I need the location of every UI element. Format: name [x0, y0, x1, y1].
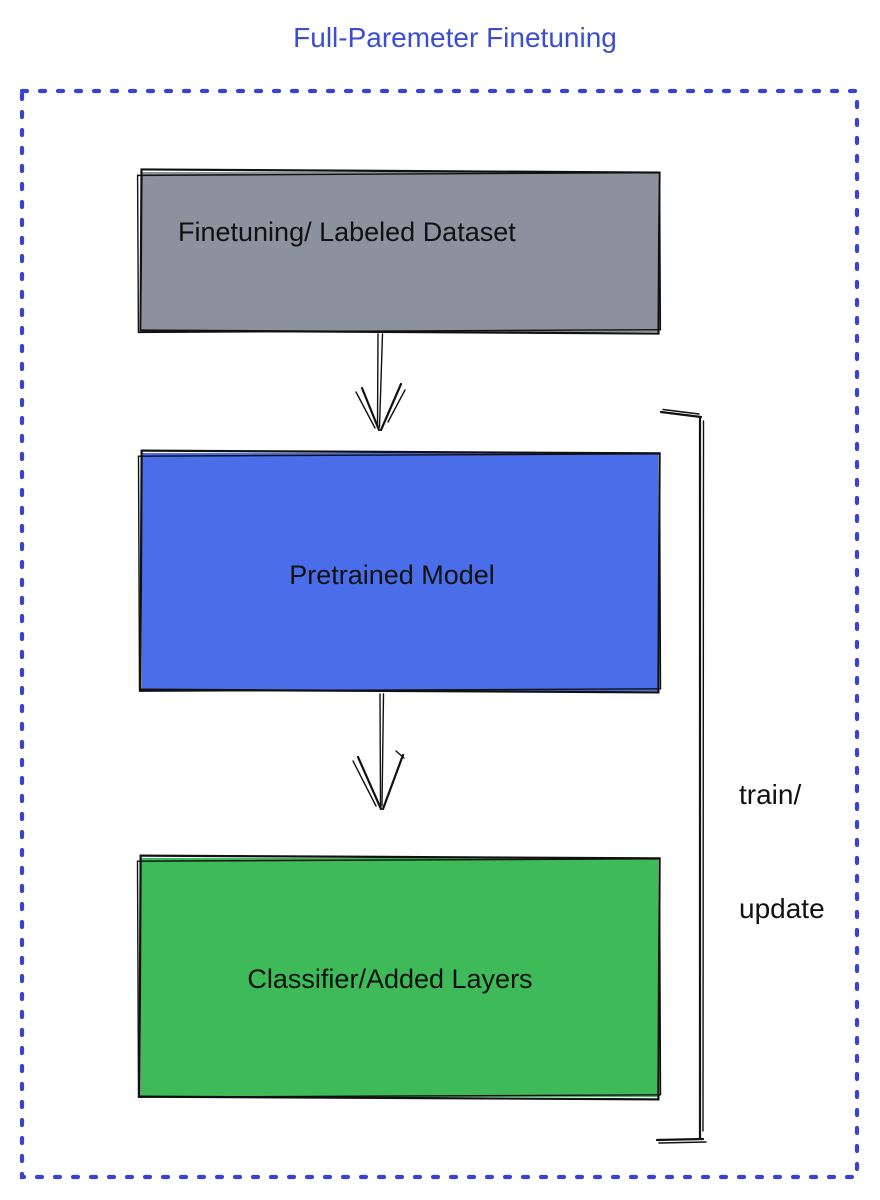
- pretrained-box-border-2: [137, 453, 662, 692]
- pretrained-box: [137, 449, 662, 694]
- arrow-shaft-2: [378, 333, 384, 428]
- arrow-head-right-2: [395, 750, 405, 759]
- arrow-shaft: [376, 333, 379, 428]
- arrow-head-left-2: [355, 391, 376, 429]
- dataset-box: [136, 168, 662, 335]
- bracket-top-hook: [659, 410, 703, 419]
- dataset-box-border-2: [136, 171, 662, 334]
- bracket-bottom-hook: [655, 1137, 705, 1142]
- dataset-box-label: Finetuning/ Labeled Dataset: [178, 217, 516, 247]
- classifier-box-fill: [141, 858, 658, 1097]
- arrow-head-left: [360, 386, 381, 432]
- arrow-shaft-2: [381, 693, 385, 807]
- train-update-label-line1: train/: [739, 779, 802, 810]
- classifier-box: [136, 854, 662, 1101]
- dataset-box-border: [139, 168, 661, 335]
- arrow-pretrained-to-classifier: [352, 693, 405, 811]
- arrow-head-left-2: [352, 760, 377, 807]
- classifier-box-border-2: [136, 858, 662, 1098]
- bracket-line-2: [702, 420, 705, 1132]
- arrow-shaft: [379, 693, 382, 807]
- arrow-head-right-2: [387, 389, 406, 423]
- train-update-label: train/ update: [739, 700, 825, 1004]
- train-update-label-line2: update: [739, 893, 825, 924]
- train-update-bracket: [655, 408, 707, 1144]
- bracket-top-hook-2: [662, 408, 700, 415]
- dashed-boundary: [19, 88, 860, 1180]
- pretrained-box-border: [139, 449, 661, 694]
- bracket-bottom-hook-2: [658, 1141, 707, 1144]
- diagram-title: Full-Paremeter Finetuning: [293, 22, 617, 53]
- pretrained-box-fill: [142, 453, 658, 691]
- classifier-box-label: Classifier/Added Layers: [247, 964, 533, 994]
- arrow-head-right: [381, 753, 405, 811]
- arrow-head-right: [379, 382, 403, 432]
- dataset-box-fill: [142, 172, 658, 332]
- arrow-head-left: [356, 755, 383, 811]
- classifier-box-border: [138, 854, 661, 1101]
- arrow-dataset-to-pretrained: [355, 333, 406, 432]
- pretrained-box-label: Pretrained Model: [289, 560, 495, 590]
